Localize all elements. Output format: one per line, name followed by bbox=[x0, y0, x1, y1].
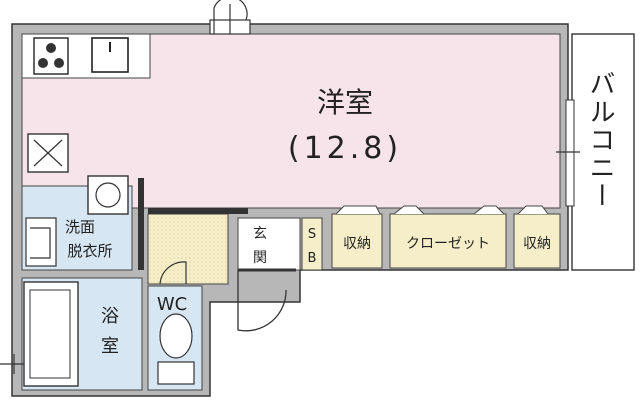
western-room-label: 洋室 bbox=[317, 86, 373, 119]
storage-right-label: 収納 bbox=[523, 236, 551, 252]
wc-label: WC bbox=[157, 294, 187, 315]
bathtub-icon bbox=[23, 281, 79, 387]
shoe-box-label-1: S bbox=[308, 227, 316, 242]
shoe-box bbox=[301, 217, 323, 271]
closet-label: クローゼット bbox=[406, 236, 490, 252]
wash-basin-icon bbox=[25, 217, 57, 267]
kitchen-counter bbox=[21, 33, 151, 79]
closet-door-marks bbox=[335, 205, 549, 215]
balcony bbox=[556, 33, 635, 271]
closet bbox=[389, 213, 507, 269]
washroom-label-1: 洗面 bbox=[65, 218, 95, 236]
washing-machine-icon bbox=[87, 175, 129, 215]
storage-left-label: 収納 bbox=[343, 236, 371, 252]
door-swing-icon bbox=[159, 261, 187, 285]
shoe-box-label-2: B bbox=[308, 251, 317, 266]
washroom-label-2: 脱衣所 bbox=[67, 242, 112, 260]
storage-right bbox=[513, 213, 561, 269]
storage-left bbox=[331, 213, 383, 269]
hallway-floor bbox=[147, 213, 229, 285]
entrance-label-1: 玄 bbox=[253, 225, 267, 242]
entrance-label-2: 関 bbox=[253, 250, 267, 266]
entrance-door-icon bbox=[237, 268, 296, 332]
entrance-floor bbox=[237, 217, 301, 271]
bath-label-1: 浴 bbox=[101, 306, 119, 327]
top-window bbox=[209, 0, 251, 35]
ventilation-icon bbox=[27, 133, 69, 173]
bath-label-2: 室 bbox=[101, 336, 119, 357]
western-room-size: (12.8) bbox=[288, 131, 402, 166]
balcony-label: バルコニー bbox=[585, 70, 615, 210]
toilet-icon bbox=[157, 313, 195, 385]
faucet-icon bbox=[0, 354, 24, 374]
